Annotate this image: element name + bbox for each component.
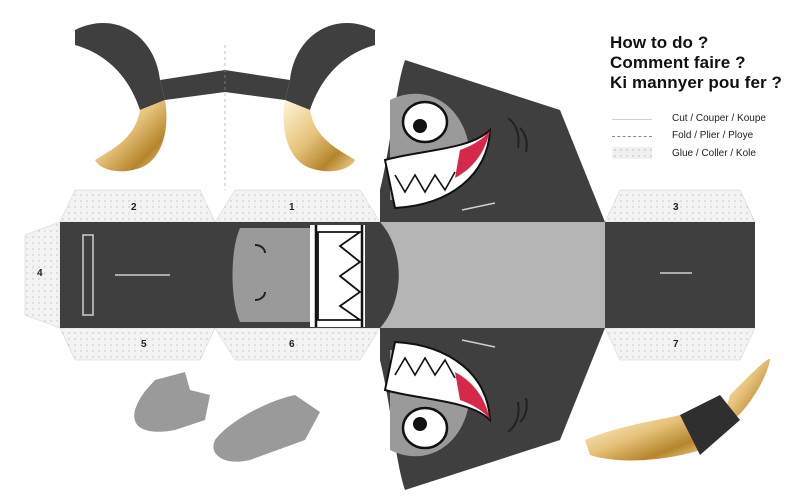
cut-line-icon	[612, 118, 652, 120]
glue-tab-7	[604, 327, 756, 361]
gill-2-icon	[254, 291, 266, 301]
panel-number-6: 6	[289, 339, 295, 350]
glue-tab-5	[59, 327, 216, 361]
gill-1-icon	[254, 244, 266, 254]
tail-slot	[82, 234, 94, 316]
legend-cut: Cut / Couper / Koupe	[612, 111, 766, 125]
fold-line-icon	[612, 135, 652, 137]
teeth-lower-icon	[394, 356, 456, 379]
teeth-upper-icon	[394, 171, 456, 194]
instruction-title-fr: Comment faire ?	[610, 53, 746, 72]
fin-bridge	[160, 70, 290, 100]
gill-area	[232, 228, 310, 322]
panel-number-2: 2	[131, 202, 137, 213]
legend-fold: Fold / Plier / Ploye	[612, 128, 753, 142]
belly-panel	[380, 222, 605, 328]
panel-number-1: 1	[289, 202, 295, 213]
top-fin-right	[283, 23, 375, 172]
panel-number-3: 3	[673, 202, 679, 213]
panel-number-4: 4	[37, 268, 43, 279]
side-fin-right	[213, 395, 320, 462]
top-fin-left	[75, 23, 167, 172]
gum-lower	[455, 372, 490, 420]
legend-glue: Glue / Coller / Kole	[612, 146, 756, 160]
teeth-zigzag-icon	[317, 231, 363, 321]
glue-tab-6	[214, 327, 381, 361]
glue-tab-1	[214, 189, 381, 223]
glue-area-icon	[612, 147, 652, 159]
tail-fin	[585, 359, 770, 461]
glue-tab-3	[604, 189, 756, 223]
panel-number-5: 5	[141, 339, 147, 350]
instruction-title-cr: Ki mannyer pou fer ?	[610, 73, 783, 92]
glue-tab-2	[59, 189, 216, 223]
legend-glue-label: Glue / Coller / Kole	[672, 147, 756, 159]
legend-cut-label: Cut / Couper / Koupe	[672, 112, 766, 124]
gum-upper	[455, 130, 490, 178]
panel-number-7: 7	[673, 339, 679, 350]
side-fin-left	[134, 372, 210, 432]
instruction-title-en: How to do ?	[610, 33, 709, 52]
legend-fold-label: Fold / Plier / Ploye	[672, 129, 754, 141]
belly-left-edge	[380, 222, 399, 328]
body-right-panel	[605, 222, 755, 328]
